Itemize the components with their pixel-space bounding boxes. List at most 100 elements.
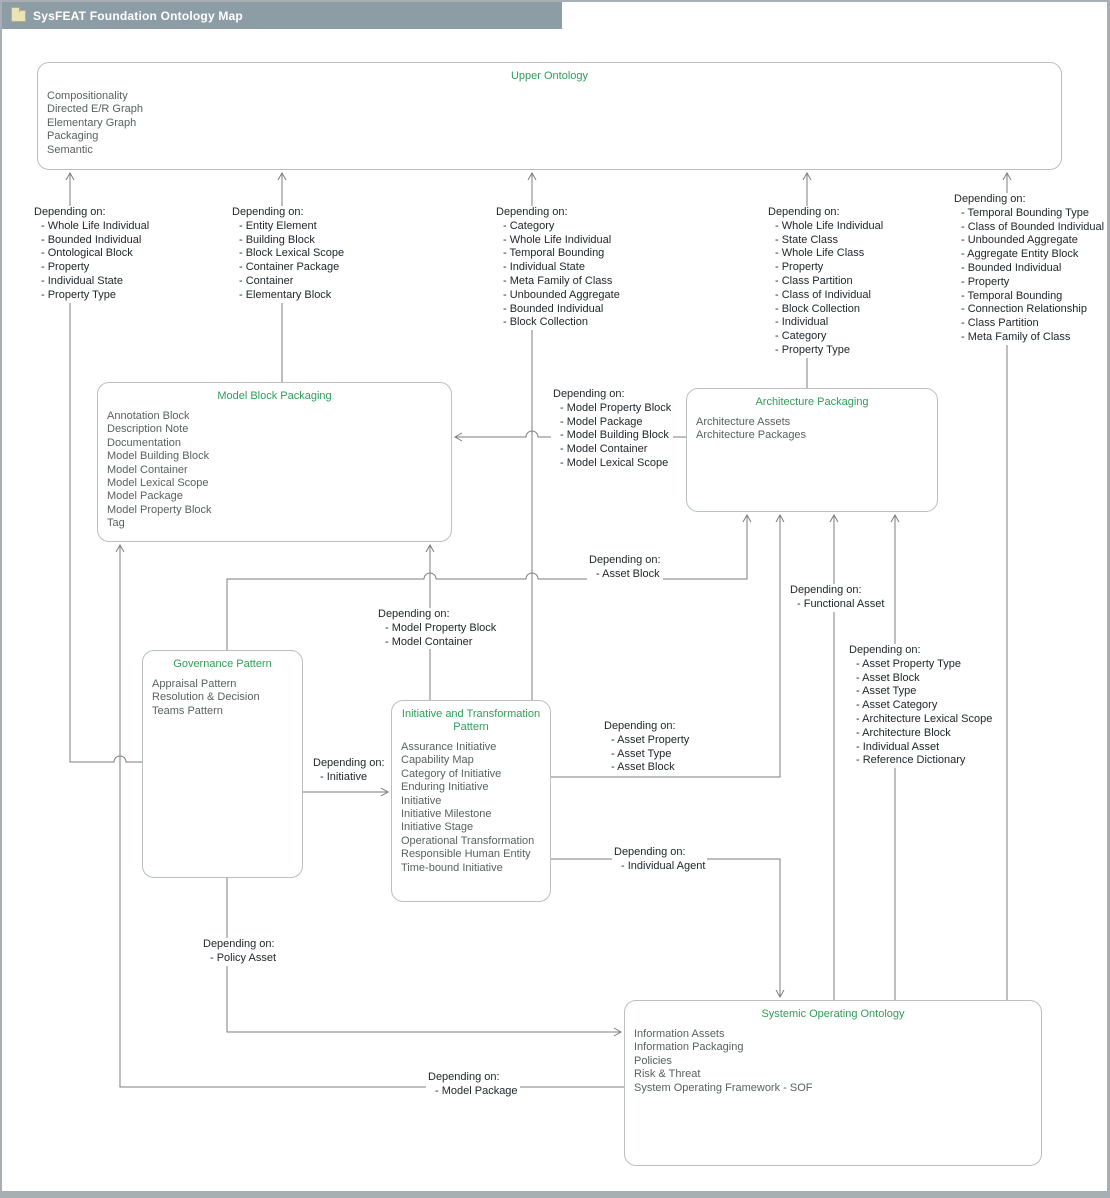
dependency-item-list: - Asset Block [589,568,661,582]
list-item: Directed E/R Graph [47,103,143,116]
dependency-heading: Depending on: [589,554,661,566]
list-item: - Entity Element [239,219,317,232]
window-title: SysFEAT Foundation Ontology Map [33,8,243,23]
dependency-item-list: - Asset Property- Asset Type- Asset Bloc… [604,734,689,775]
dependency-heading: Depending on: [34,206,106,218]
dependency-item-list: - Whole Life Individual- State Class- Wh… [768,220,883,358]
list-item: - Reference Dictionary [856,754,966,767]
list-item: - Property [41,261,90,274]
dependency-label-initiative-pattern-to-architecture-packaging: Depending on: - Asset Property- Asset Ty… [602,720,692,776]
list-item: - Temporal Bounding [961,289,1063,302]
list-item: - Initiative [320,770,368,783]
list-item: - Block Collection [775,302,860,315]
node-systemic-operating-ontology[interactable]: Systemic Operating Ontology Information … [624,1000,1042,1166]
connector-governance-to-upper-ontology [65,171,142,763]
dependency-heading: Depending on: [313,757,385,769]
dependency-heading: Depending on: [614,846,686,858]
list-item: - Asset Property Type [856,657,961,670]
dependency-item-list: - Functional Asset [790,598,884,612]
list-item: Resolution & Decision [152,691,260,704]
list-item: - Policy Asset [210,951,277,964]
list-item: - Architecture Block [856,726,951,739]
dependency-item-list: - Model Property Block- Model Package- M… [553,402,671,471]
list-item: Risk & Threat [634,1068,701,1081]
connector-governance-to-architecture-packaging [226,513,752,650]
dependency-heading: Depending on: [203,938,275,950]
list-item: - Container [239,274,294,287]
connector-initiative-pattern-to-architecture-packaging [551,513,785,778]
list-item: - Property Type [41,288,116,301]
list-item: - Individual Agent [621,859,706,872]
dependency-label-model-block-packaging-to-upper-ontology: Depending on: - Entity Element- Building… [230,206,347,303]
list-item: Appraisal Pattern [152,678,237,690]
list-item: - Block Collection [503,316,588,329]
list-item: - Asset Category [856,699,938,712]
list-item: - Asset Block [611,761,675,774]
list-item: - Aggregate Entity Block [961,248,1079,261]
list-item: - Individual State [503,261,585,274]
list-item: Model Container [107,463,188,476]
list-item: - Unbounded Aggregate [961,234,1078,247]
node-title: Model Block Packaging [217,390,332,402]
connector-governance-to-systemic-operating [226,878,623,1037]
dependency-heading: Depending on: [790,584,862,596]
list-item: - Whole Life Class [775,247,865,260]
list-item: - Class Partition [775,274,853,287]
list-item: Initiative Milestone [401,808,492,821]
list-item: - Category [503,219,555,232]
list-item: - Block Lexical Scope [239,247,345,260]
list-item: - Individual Asset [856,740,940,753]
dependency-heading: Depending on: [428,1071,500,1083]
dependency-item-list: - Whole Life Individual- Bounded Individ… [34,220,149,303]
list-item: - Meta Family of Class [503,274,613,287]
dependency-label-initiative-pattern-to-systemic-operating: Depending on: - Individual Agent [612,846,708,874]
list-item: Responsible Human Entity [401,848,531,861]
list-item: - Asset Property [611,733,690,746]
node-title: Architecture Packaging [755,396,869,408]
list-item: - Ontological Block [41,247,133,260]
list-item: - Whole Life Individual [503,233,612,246]
list-item: - Class of Bounded Individual [961,220,1105,233]
list-item: Model Property Block [107,503,212,516]
list-item: Model Lexical Scope [107,477,209,490]
list-item: - Functional Asset [797,597,885,610]
list-item: Initiative [401,794,442,807]
list-item: Annotation Block [107,410,190,422]
node-initiative-transformation-pattern[interactable]: Initiative and Transformation Pattern As… [391,700,551,902]
list-item: Architecture Assets [696,416,791,428]
dependency-heading: Depending on: [232,206,304,218]
list-item: Compositionality [47,90,128,102]
list-item: - Class Partition [961,317,1039,330]
dependency-label-systemic-operating-to-model-block-packaging: Depending on: - Model Package [426,1071,520,1099]
list-item: - Elementary Block [239,288,332,301]
list-item: - Category [775,330,827,343]
node-architecture-packaging[interactable]: Architecture Packaging Architecture Asse… [686,388,938,512]
dependency-item-list: - Model Property Block- Model Container [378,622,496,650]
list-item: Teams Pattern [152,704,223,717]
connector-architecture-packaging-to-model-block-packaging [453,430,686,442]
list-item: - Meta Family of Class [961,330,1071,343]
dependency-item-list: - Model Package [428,1085,518,1099]
node-title: Initiative and Transformation Pattern [401,708,541,733]
list-item: - Property Type [775,343,850,356]
dependency-item-list: - Entity Element- Building Block- Block … [232,220,344,303]
list-item: - Bounded Individual [41,233,142,246]
list-item: - Property [775,261,824,274]
dependency-item-list: - Policy Asset [203,952,276,966]
list-item: - Building Block [239,233,315,246]
dependency-label-initiative-pattern-to-model-block-packaging: Depending on: - Model Property Block- Mo… [376,608,499,650]
list-item: - Whole Life Individual [41,219,150,232]
dependency-item-list: - Category- Whole Life Individual- Tempo… [496,220,620,330]
list-item: System Operating Framework - SOF [634,1081,813,1094]
list-item: - State Class [775,233,838,246]
dependency-heading: Depending on: [768,206,840,218]
folder-icon [11,6,26,22]
window-titlebar[interactable]: SysFEAT Foundation Ontology Map [2,2,562,29]
dependency-label-architecture-packaging-to-model-block-packaging: Depending on: - Model Property Block- Mo… [551,388,674,471]
